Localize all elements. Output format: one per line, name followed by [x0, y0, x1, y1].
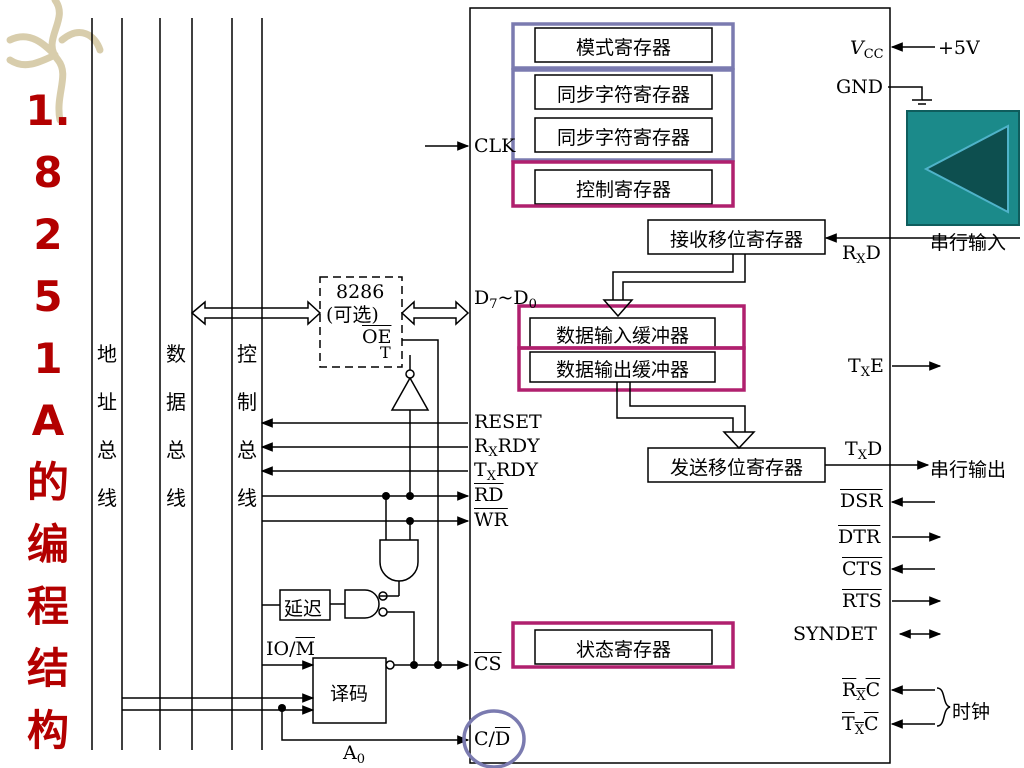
sync-char-register-2: 同步字符寄存器 — [556, 127, 690, 149]
d7-d0-pin-label: D7~D0 — [474, 287, 537, 312]
control-bus — [231, 18, 263, 750]
cd-pin-label: C/D — [474, 728, 511, 750]
syndet-pin-label: SYNDET — [793, 623, 877, 645]
transmit-path — [616, 382, 756, 450]
control-lines — [260, 418, 470, 526]
rxc-pin-label: RXC — [842, 679, 881, 704]
decoder-box — [312, 657, 387, 724]
control-bus-label: 控制总线 — [237, 342, 257, 510]
title-char: 结 — [26, 644, 69, 693]
dsr-pin-label: DSR — [840, 490, 883, 512]
data-bus-label: 数据总线 — [166, 342, 186, 510]
t-pin-label: T — [380, 343, 391, 362]
slide-title: 1. 8 2 5 1 A 的 编 程 结 构 — [18, 80, 78, 762]
serial-output-label: 串行输出 — [930, 459, 1007, 481]
gnd-pin-label: GND — [836, 76, 884, 98]
rxd-pin-label: RXD — [842, 242, 881, 267]
title-char: 程 — [26, 582, 69, 631]
reset-pin-label: RESET — [474, 411, 542, 433]
data-bus — [159, 18, 193, 750]
register-boxes — [529, 27, 826, 665]
play-left-icon — [923, 124, 1009, 214]
title-char: 1 — [33, 334, 63, 383]
wr-pin-label: WR — [474, 509, 508, 531]
cs-pin-label: CS — [474, 653, 502, 675]
mode-register: 模式寄存器 — [575, 37, 671, 59]
a0-label: A0 — [343, 742, 366, 767]
receive-path — [602, 254, 746, 318]
io-m-label: IO/M — [266, 638, 315, 660]
txrdy-pin-label: TXRDY — [474, 459, 539, 484]
plus-5v-label: +5V — [938, 37, 980, 59]
receive-shift-register: 接收移位寄存器 — [669, 229, 803, 251]
sync-char-register-1: 同步字符寄存器 — [556, 84, 690, 106]
title-char: A — [31, 396, 65, 445]
txe-pin-label: TXE — [848, 355, 884, 380]
magenta-highlight-frames — [511, 160, 746, 669]
transceiver-optional: (可选) — [326, 304, 379, 326]
purple-highlight-frames — [511, 22, 735, 162]
clock-label: 时钟 — [952, 701, 991, 723]
and-gate — [379, 496, 419, 590]
rxrdy-pin-label: RXRDY — [474, 435, 540, 460]
decoder-wiring — [122, 660, 470, 745]
previous-slide-button[interactable] — [906, 110, 1020, 226]
nand-gate — [330, 589, 415, 665]
transceiver-name: 8286 — [336, 281, 385, 303]
address-bus-label: 地址总线 — [97, 342, 117, 510]
title-char: 编 — [26, 520, 69, 569]
d7d0-double-arrow — [400, 300, 470, 326]
transceiver-8286-box — [319, 276, 403, 368]
data-output-buffer: 数据输出缓冲器 — [555, 359, 689, 381]
title-char: 的 — [26, 458, 69, 507]
chip-8251a-outline — [469, 7, 891, 764]
decoder-label: 译码 — [330, 683, 369, 705]
title-char: 2 — [33, 210, 63, 259]
rd-pin-label: RD — [474, 484, 504, 506]
title-char: 8 — [33, 148, 63, 197]
transmit-shift-register: 发送移位寄存器 — [669, 457, 803, 479]
control-register: 控制寄存器 — [575, 179, 671, 201]
title-char: 构 — [26, 706, 69, 755]
oe-pin-label: OE — [362, 326, 392, 348]
rts-pin-label: RTS — [842, 590, 882, 612]
plant-ornament — [6, 0, 104, 124]
data-bus-double-arrow — [190, 300, 322, 326]
status-register: 状态寄存器 — [575, 639, 671, 661]
right-pin-lines — [824, 42, 1020, 729]
clk-pin-label: CLK — [474, 135, 516, 157]
address-bus — [91, 18, 123, 750]
txc-pin-label: TXC — [842, 713, 879, 738]
title-char: 5 — [33, 272, 63, 321]
delay-label: 延迟 — [284, 598, 323, 620]
serial-input-label: 串行输入 — [930, 232, 1007, 254]
title-char: 1. — [25, 86, 71, 135]
dtr-pin-label: DTR — [838, 526, 881, 548]
data-input-buffer: 数据输入缓冲器 — [555, 325, 689, 347]
vcc-pin-label: VCC — [850, 37, 884, 62]
cts-pin-label: CTS — [842, 558, 883, 580]
cd-highlight-circle — [462, 709, 526, 768]
txd-pin-label: TXD — [845, 438, 883, 463]
oe-t-wiring — [390, 339, 439, 665]
